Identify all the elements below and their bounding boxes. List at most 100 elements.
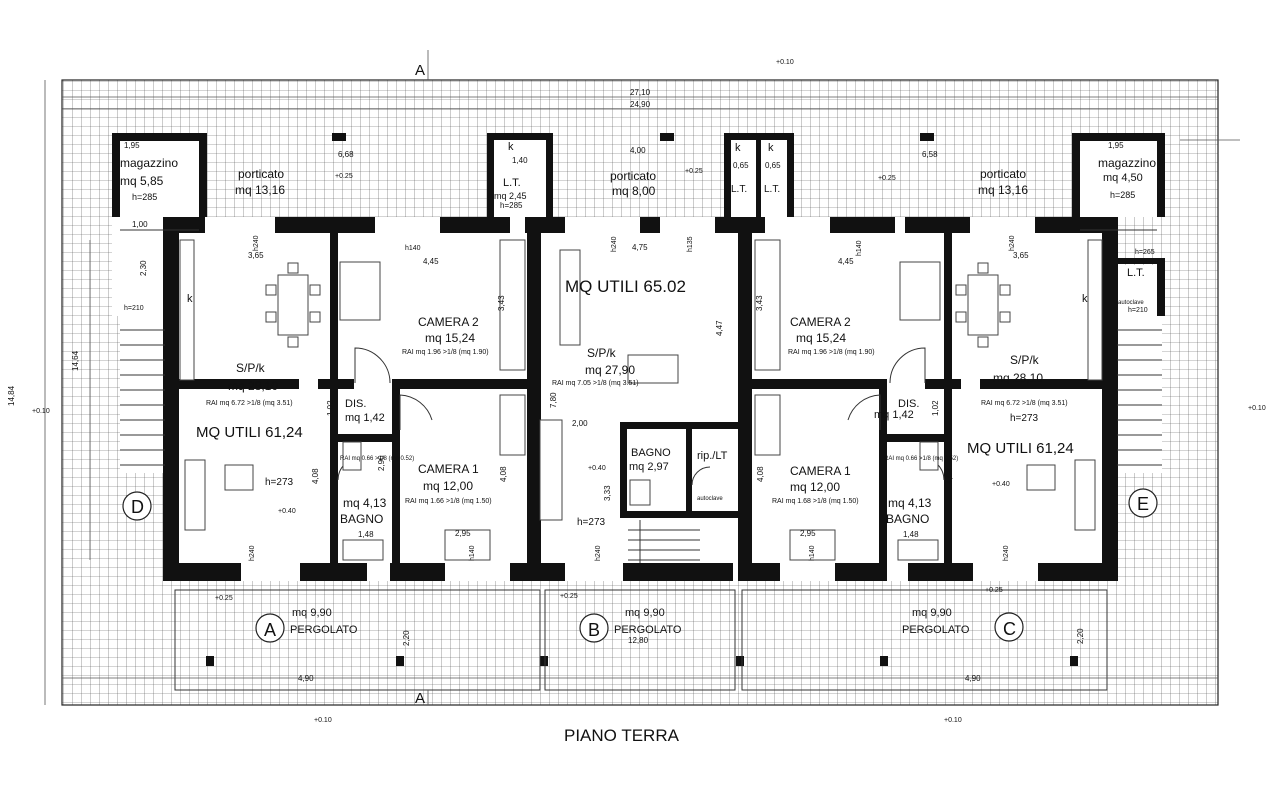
- center-closet: rip./LT: [697, 450, 728, 462]
- dim-hall-right: 1,02: [931, 400, 940, 416]
- right-living-rai: RAI mq 6.72 >1/8 (mq 3.51): [981, 400, 1068, 407]
- right-living-name: S/P/k: [1010, 353, 1040, 367]
- left-storage-area: mq 5,85: [120, 174, 164, 188]
- right-lt-name: L.T.: [1127, 267, 1145, 279]
- right-cam1-rai: RAI mq 1.68 >1/8 (mq 1.50): [772, 498, 859, 505]
- dim-total-width: 27,10: [630, 88, 651, 97]
- dim-center-lower: 3,33: [603, 485, 612, 501]
- center-lt-b: L.T.: [764, 184, 780, 195]
- axis-label-a: A: [264, 620, 276, 640]
- opening-labels: h240 h140 h240 h135 h140 h240 h240 h240 …: [124, 235, 1155, 561]
- right-living-height: h=273: [1010, 413, 1039, 424]
- dim-inner-depth: 14,64: [71, 350, 80, 371]
- elev-living-right: +0.40: [992, 481, 1010, 488]
- h210-left: h=210: [124, 305, 144, 312]
- elev-living-center: +0.40: [588, 465, 606, 472]
- dim-center-width: 4,75: [632, 243, 648, 252]
- dim-cam1-depth-right: 4,08: [756, 466, 765, 482]
- left-bath-rai: RAI mq 0.66 >1/8 (mq 0.52): [340, 456, 414, 462]
- dim-hall-left: 1,02: [326, 400, 335, 416]
- elev-bottom-left: +0.10: [314, 717, 332, 724]
- center-porch-name: porticato: [610, 169, 656, 183]
- center-autoclave: autoclave: [697, 496, 723, 502]
- dim-cam1-left: 2,95: [455, 529, 471, 538]
- left-living-rai: RAI mq 6.72 >1/8 (mq 3.51): [206, 400, 293, 407]
- left-k-label: k: [187, 293, 193, 305]
- dim-pergola-depth-left: 2,20: [402, 630, 411, 646]
- h210-right: h=210: [1128, 307, 1148, 314]
- dim-cam2-depth-right: 3,43: [755, 295, 764, 311]
- left-living-height: h=273: [265, 477, 294, 488]
- left-pergola-name: PERGOLATO: [290, 624, 358, 636]
- left-storage-name: magazzino: [120, 156, 178, 170]
- left-storage-height: h=285: [132, 192, 157, 202]
- dim-lt-center-a: 0,65: [733, 161, 749, 170]
- right-cam2-name: CAMERA 2: [790, 315, 851, 329]
- h240-bottom-center: h240: [595, 545, 602, 561]
- h240-living-left: h240: [253, 235, 260, 251]
- right-k-label: k: [1082, 293, 1088, 305]
- dim-storage-left: 1,95: [124, 141, 140, 150]
- dim-storage-left-depth: 1,00: [132, 220, 148, 229]
- dim-center-upper: 4,47: [715, 320, 724, 336]
- right-cam2-area: mq 15,24: [796, 331, 846, 345]
- h140-bottom-left: h140: [469, 545, 476, 561]
- dim-living-right: 3,65: [1013, 251, 1029, 260]
- center-total: MQ UTILI 65.02: [565, 277, 686, 296]
- dim-center-depth: 7,80: [549, 392, 558, 408]
- dim-bath-depth-left: 2,96: [377, 455, 386, 471]
- h140-cam2-left: h140: [405, 245, 421, 252]
- right-living-area: mq 28,10: [993, 371, 1043, 385]
- h140-cam2-right: h140: [856, 240, 863, 256]
- center-pergola-name: PERGOLATO: [614, 624, 682, 636]
- right-cam1-name: CAMERA 1: [790, 464, 851, 478]
- axis-circle-b: [579, 613, 609, 643]
- elev-porch-right: +0.25: [878, 175, 896, 182]
- right-pergola-name: PERGOLATO: [902, 624, 970, 636]
- left-porch-name: porticato: [238, 167, 284, 181]
- left-cam1-name: CAMERA 1: [418, 462, 479, 476]
- axis-circle-c: [994, 612, 1024, 642]
- dim-storage-right: 1,95: [1108, 141, 1124, 150]
- right-lt-autoclave: autoclave: [1118, 300, 1144, 306]
- center-lt-a: L.T.: [731, 184, 747, 195]
- dim-pergola-depth-right: 2,20: [1076, 628, 1085, 644]
- right-pergola-area: mq 9,90: [912, 607, 952, 619]
- center-bath-name: BAGNO: [631, 447, 671, 459]
- dim-lt-center-b: 0,65: [765, 161, 781, 170]
- left-cam1-rai: RAI mq 1.66 >1/8 (mq 1.50): [405, 498, 492, 505]
- section-mark-top: A: [415, 62, 425, 79]
- h240-living-right: h240: [1009, 235, 1016, 251]
- dim-pergola-center: 12,80: [628, 636, 649, 645]
- left-lt-name: L.T.: [503, 177, 521, 189]
- elev-left: +0.10: [32, 408, 50, 415]
- right-porch-name: porticato: [980, 167, 1026, 181]
- h265-right: h=265: [1135, 249, 1155, 256]
- left-total: MQ UTILI 61,24: [196, 424, 303, 441]
- left-cam1-area: mq 12,00: [423, 479, 473, 493]
- dim-porch-center: 4,00: [630, 146, 646, 155]
- left-lt-height: h=285: [500, 201, 523, 210]
- axis-circle-d: [122, 491, 152, 521]
- axis-circle-e: [1128, 488, 1158, 518]
- right-bath-rai: RAI mq 0.66 >1/8 (mq 0.52): [884, 456, 958, 462]
- elev-pergola-right: +0.25: [985, 587, 1003, 594]
- left-porch-area: mq 13,16: [235, 183, 285, 197]
- dim-bath-left: 1,48: [358, 530, 374, 539]
- h135-center: h135: [687, 236, 694, 252]
- dim-inner-width: 24,90: [630, 100, 651, 109]
- center-lt-k-a: k: [735, 142, 741, 154]
- dim-pergola-right: 4,90: [965, 674, 981, 683]
- dimension-lines: [44, 50, 1240, 705]
- dim-cam1-right: 2,95: [800, 529, 816, 538]
- drawing-title: PIANO TERRA: [564, 726, 680, 745]
- dim-lt-left: 1,40: [512, 156, 528, 165]
- center-living-rai: RAI mq 7.05 >1/8 (mq 3.51): [552, 380, 639, 387]
- elev-top: +0.10: [776, 59, 794, 66]
- dim-cam1-depth-left: 4,08: [499, 466, 508, 482]
- dim-total-depth: 14,84: [7, 385, 16, 406]
- dim-cam2-depth-left: 3,43: [497, 295, 506, 311]
- left-pergola-area: mq 9,90: [292, 607, 332, 619]
- axis-label-d: D: [131, 497, 144, 517]
- dim-living-left: 3,65: [248, 251, 264, 260]
